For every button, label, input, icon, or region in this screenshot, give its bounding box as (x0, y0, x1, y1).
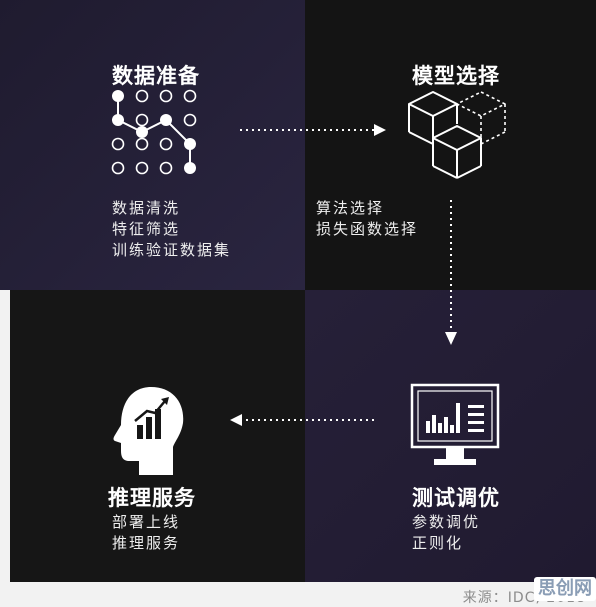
arrow-right-icon (240, 124, 386, 136)
data-prep-line-2: 特征筛选 (112, 220, 181, 238)
model-select-title: 模型选择 (412, 64, 500, 88)
model-select-line-2: 损失函数选择 (316, 220, 419, 238)
inference-title: 推理服务 (108, 486, 196, 510)
cubes-icon (408, 91, 506, 179)
data-prep-title: 数据准备 (112, 64, 200, 88)
model-select-line-1: 算法选择 (316, 199, 385, 217)
test-tune-line-1: 参数调优 (412, 513, 481, 531)
model-select-desc: 算法选择 损失函数选择 (316, 198, 418, 240)
data-prep-line-1: 数据清洗 (112, 199, 181, 217)
data-prep-desc: 数据清洗 特征筛选 训练验证数据集 (112, 198, 231, 261)
data-prep-panel (0, 0, 305, 290)
watermark-logo: 思创网 (534, 577, 596, 601)
head-growth-icon (113, 387, 184, 475)
test-tune-desc: 参数调优 正则化 (412, 512, 480, 554)
data-points-icon (111, 89, 197, 175)
data-prep-line-3: 训练验证数据集 (112, 241, 232, 259)
arrow-down-icon (445, 200, 457, 345)
monitor-chart-icon (410, 383, 500, 465)
inference-desc: 部署上线 推理服务 (112, 512, 180, 554)
test-tune-title: 测试调优 (412, 486, 500, 510)
inference-line-1: 部署上线 (112, 513, 181, 531)
model-select-panel (305, 0, 596, 290)
inference-line-2: 推理服务 (112, 534, 181, 552)
test-tune-line-2: 正则化 (412, 534, 464, 552)
arrow-left-icon (230, 414, 376, 426)
